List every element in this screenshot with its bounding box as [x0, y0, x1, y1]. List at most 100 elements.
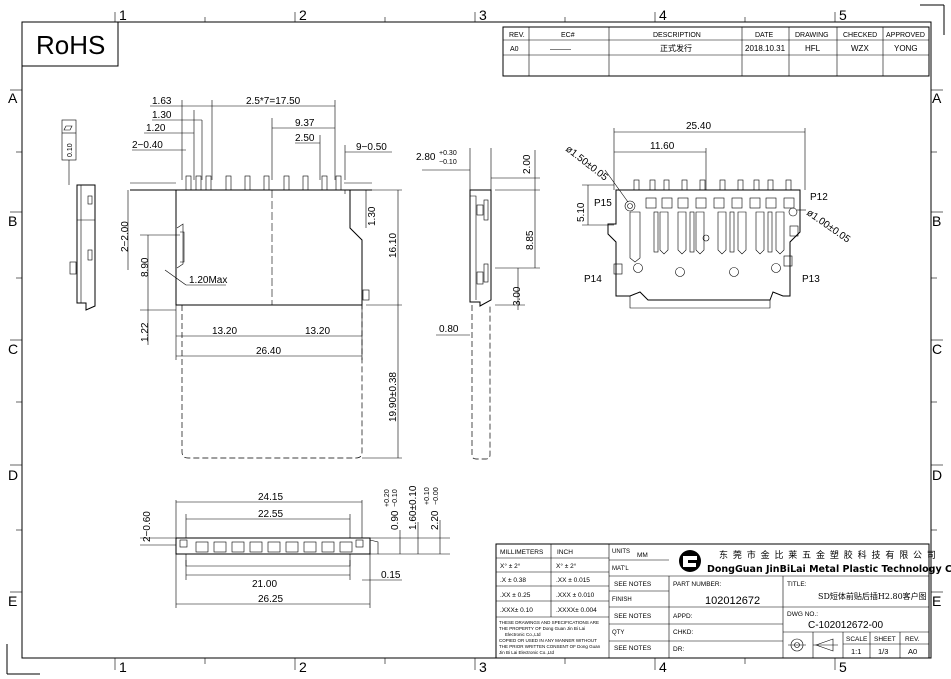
zone-label-d: D [8, 467, 18, 483]
label-p15: P15 [594, 198, 612, 209]
tb-chkd: CHKD: [673, 629, 693, 636]
tb-company-cn: 东 莞 市 金 比 莱 五 金 塑 胶 科 技 有 限 公 司 [719, 549, 937, 561]
tb-tol-in-0: X° ± 2° [556, 562, 577, 570]
dim-19-90: 19.90±0.38 [388, 372, 399, 422]
dim-2-80-tol-up: +0.30 [439, 150, 457, 157]
dim-2-20-tol-dn: −0.00 [433, 487, 440, 505]
company-logo [679, 550, 701, 572]
tb-part-number: 102012672 [705, 595, 760, 607]
tb-rev: A0 [908, 647, 917, 656]
dim-13-20-b: 13.20 [305, 326, 330, 337]
tb-tol-mm-0: X° ± 2° [500, 562, 521, 570]
tb-note-2: Electronic Co.,Ltd [505, 632, 541, 637]
tb-matl: MAT'L [612, 566, 629, 572]
dim-8-90: 8.90 [140, 257, 151, 277]
dim-26-40: 26.40 [256, 346, 281, 357]
tb-qty: QTY [612, 630, 624, 636]
dim-2-0-40: 2−0.40 [132, 140, 163, 151]
rohs-label: RoHS [36, 30, 105, 60]
label-p12: P12 [810, 192, 828, 203]
rev-row-approved: YONG [894, 44, 918, 53]
tb-units-value: MM [637, 552, 648, 559]
zone-label-3: 3 [479, 7, 487, 23]
footprint-pads [645, 197, 795, 209]
dim-2-2-00: 2−2.00 [120, 221, 131, 252]
dim-1-20: 1.20 [146, 123, 166, 134]
zone-label-5: 5 [839, 7, 847, 23]
dim-1-22: 1.22 [140, 322, 151, 342]
hole-p12 [788, 207, 798, 217]
dim-2-20-tol-up: +0.10 [424, 487, 431, 505]
tb-see-notes-1: SEE NOTES [614, 581, 652, 588]
zone-label-2: 2 [299, 7, 307, 23]
front-pins [185, 175, 342, 191]
tb-tol-mm-3: .XXX± 0.10 [500, 607, 533, 614]
dim-9-37: 9.37 [295, 118, 315, 129]
dim-1-63: 1.63 [152, 96, 172, 107]
dim-2-0-60: 2−0.60 [142, 511, 153, 542]
label-p13: P13 [802, 274, 820, 285]
dim-0-90: 0.90 [390, 510, 401, 530]
tb-note-1: THE PROPERTY OF Dong Guan Jin Bi Lai [499, 626, 585, 631]
rev-header-approved: APPROVED [886, 32, 925, 39]
dim-13-20-a: 13.20 [212, 326, 237, 337]
label-p14: P14 [584, 274, 602, 285]
tb-tol-in-1: .XX ± 0.015 [556, 577, 590, 584]
rev-row-rev: A0 [510, 46, 519, 53]
zone-label-e-right: E [932, 593, 941, 609]
revision-table: REV. EC# DESCRIPTION DATE DRAWING CHECKE… [502, 26, 930, 77]
flatness-value: 0.10 [67, 143, 74, 157]
card-side-outline [471, 305, 491, 460]
tb-note-4: THE PRIOR WRITTEN CONSENT OF Dong Guan [499, 644, 601, 649]
tb-title-label: TITLE: [787, 581, 807, 588]
dim-25-40: 25.40 [686, 121, 711, 132]
front-view: 1.63 1.30 1.20 2−0.40 2.5*7=17.50 9.37 2… [120, 96, 402, 459]
zone-labels: 1 2 3 4 5 1 2 3 4 5 A B C D E A B C D E [8, 7, 942, 675]
tb-sheet-head: SHEET [874, 636, 896, 643]
tb-dwg-number: C-102012672-00 [808, 620, 883, 631]
rev-row-checked: WZX [851, 44, 869, 53]
tb-note-3: COPIED OR USED IN ANY MANNER WITHOUT [499, 638, 597, 643]
dim-24-15: 24.15 [258, 492, 283, 503]
zone-label-e: E [8, 593, 17, 609]
tb-company-en: DongGuan JinBiLai Metal Plastic Technolo… [707, 564, 951, 575]
tb-inch-head: INCH [557, 549, 573, 556]
rev-header-drawing: DRAWING [795, 32, 829, 39]
tb-tol-mm-2: .XX ± 0.25 [500, 592, 531, 599]
tb-mm-head: MILLIMETERS [500, 549, 544, 556]
pcb-footprint-view: 25.40 11.60 ø1.50±0.05 5.10 [563, 121, 852, 309]
tb-units-label: UNITS [612, 549, 630, 555]
dim-2-5x7: 2.5*7=17.50 [246, 96, 301, 107]
rev-row-desc: 正式发行 [660, 43, 692, 53]
tb-sheet: 1/3 [878, 647, 888, 656]
bottom-view: 24.15 22.55 2−0.60 21.00 [140, 485, 450, 608]
dim-22-55: 22.55 [258, 509, 283, 520]
dim-phi-1-50: ø1.50±0.05 [563, 144, 610, 184]
left-side-view: 0.10 [61, 119, 96, 311]
dim-9-0-50: 9−0.50 [356, 142, 387, 153]
rev-row-ec: ——— [550, 46, 571, 53]
dim-0-90-tol-dn: −0.10 [392, 489, 399, 507]
dim-2-50: 2.50 [295, 133, 315, 144]
zone-label-b: B [8, 213, 17, 229]
zone-label-b-right: B [932, 213, 941, 229]
tb-tol-in-2: .XXX ± 0.010 [556, 592, 595, 599]
dim-phi-1-00: ø1.00±0.05 [804, 207, 852, 245]
dim-0-80: 0.80 [439, 324, 459, 335]
dim-26-25: 26.25 [258, 594, 283, 605]
zone-label-1: 1 [119, 7, 127, 23]
zone-label-d-right: D [932, 467, 942, 483]
footprint-pins [633, 179, 792, 191]
zone-label-a-right: A [932, 90, 942, 106]
tb-appd: APPD: [673, 613, 693, 620]
dim-2-80: 2.80 [416, 152, 436, 163]
rev-row-drawing: HFL [805, 44, 821, 53]
zone-label-1b: 1 [119, 659, 127, 675]
dim-5-10: 5.10 [576, 202, 587, 222]
rev-row-date: 2018.10.31 [745, 44, 786, 53]
center-side-view: 2.80 +0.30 −0.10 2.00 8.85 3.00 0.80 [416, 148, 540, 460]
tb-dwg-label: DWG NO.: [787, 611, 818, 618]
projection-symbol-icon [788, 638, 838, 652]
zone-label-3b: 3 [479, 659, 487, 675]
